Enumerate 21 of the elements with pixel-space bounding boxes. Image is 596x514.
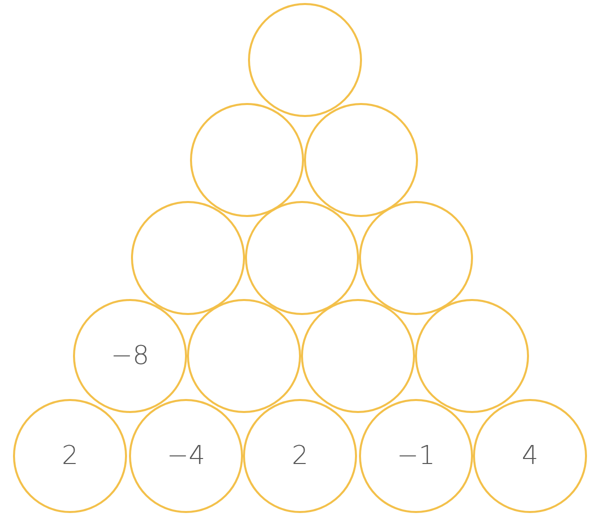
number-circle: [243, 399, 357, 513]
number-label: 2: [292, 441, 308, 471]
number-label: −4: [166, 441, 206, 471]
number-label: −1: [396, 441, 436, 471]
number-circle: [248, 3, 362, 117]
number-circle: [129, 399, 243, 513]
number-circle: [187, 299, 301, 413]
number-circle: [73, 299, 187, 413]
number-circle: [359, 399, 473, 513]
number-circle: [245, 201, 359, 315]
number-circle: [301, 299, 415, 413]
number-label: −8: [110, 341, 150, 371]
number-label: 4: [522, 441, 538, 471]
number-circle: [415, 299, 529, 413]
number-circle: [131, 201, 245, 315]
number-circle: [473, 399, 587, 513]
number-circle: [190, 103, 304, 217]
number-circle: [359, 201, 473, 315]
number-circle: [304, 103, 418, 217]
number-circle: [13, 399, 127, 513]
number-label: 2: [62, 441, 78, 471]
